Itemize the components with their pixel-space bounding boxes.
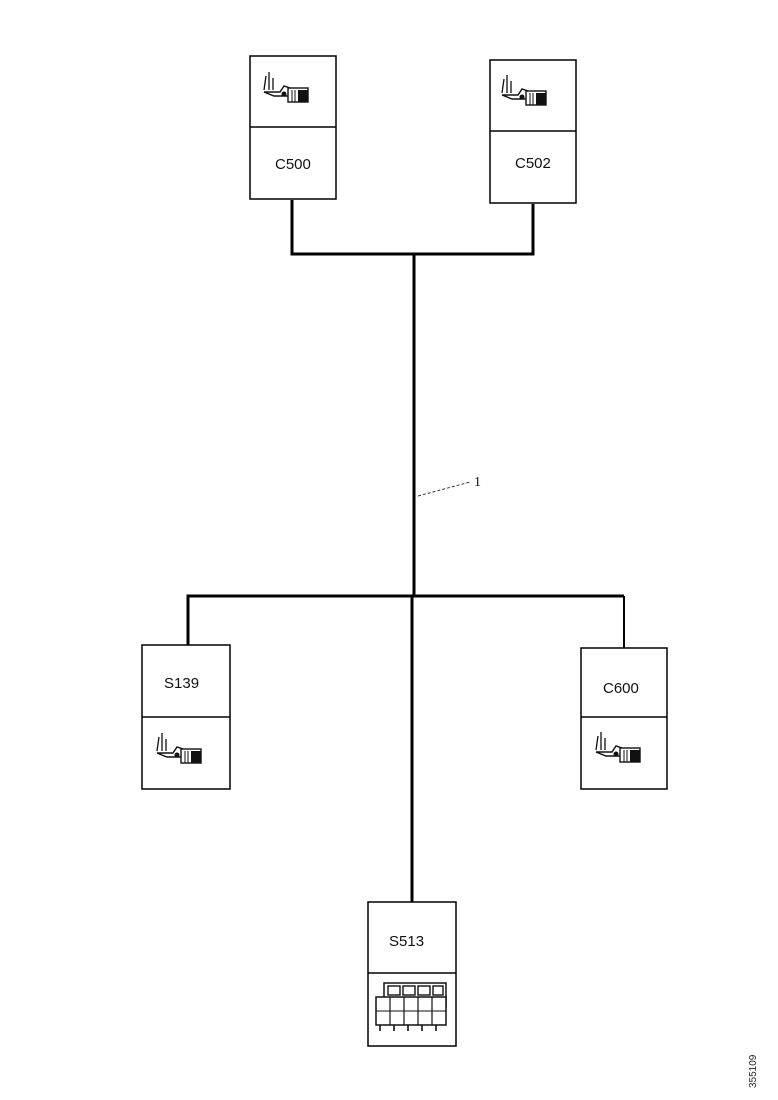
wire-top-right xyxy=(414,204,535,256)
callout-leader xyxy=(417,481,471,497)
callout-label: 1 xyxy=(474,475,481,490)
connector-s139[interactable]: S139 xyxy=(141,644,231,790)
wire-harness xyxy=(186,200,624,902)
wire-top-left xyxy=(290,200,414,256)
connector-c502[interactable]: C502 xyxy=(489,59,577,204)
connector-label: C600 xyxy=(603,680,639,697)
connector-label: S139 xyxy=(164,675,199,692)
callout: 1 xyxy=(417,475,481,497)
connector-label: S513 xyxy=(389,933,424,950)
figure-id: 355109 xyxy=(748,1054,759,1088)
multi-pin-connector-icon xyxy=(375,982,447,1032)
connector-c600[interactable]: C600 xyxy=(580,647,668,790)
connector-label: C500 xyxy=(275,156,311,173)
connector-c500[interactable]: C500 xyxy=(249,55,337,200)
connector-label: C502 xyxy=(515,155,551,172)
wire-mid-branch xyxy=(186,594,624,645)
connector-s513[interactable]: S513 xyxy=(367,901,457,1047)
